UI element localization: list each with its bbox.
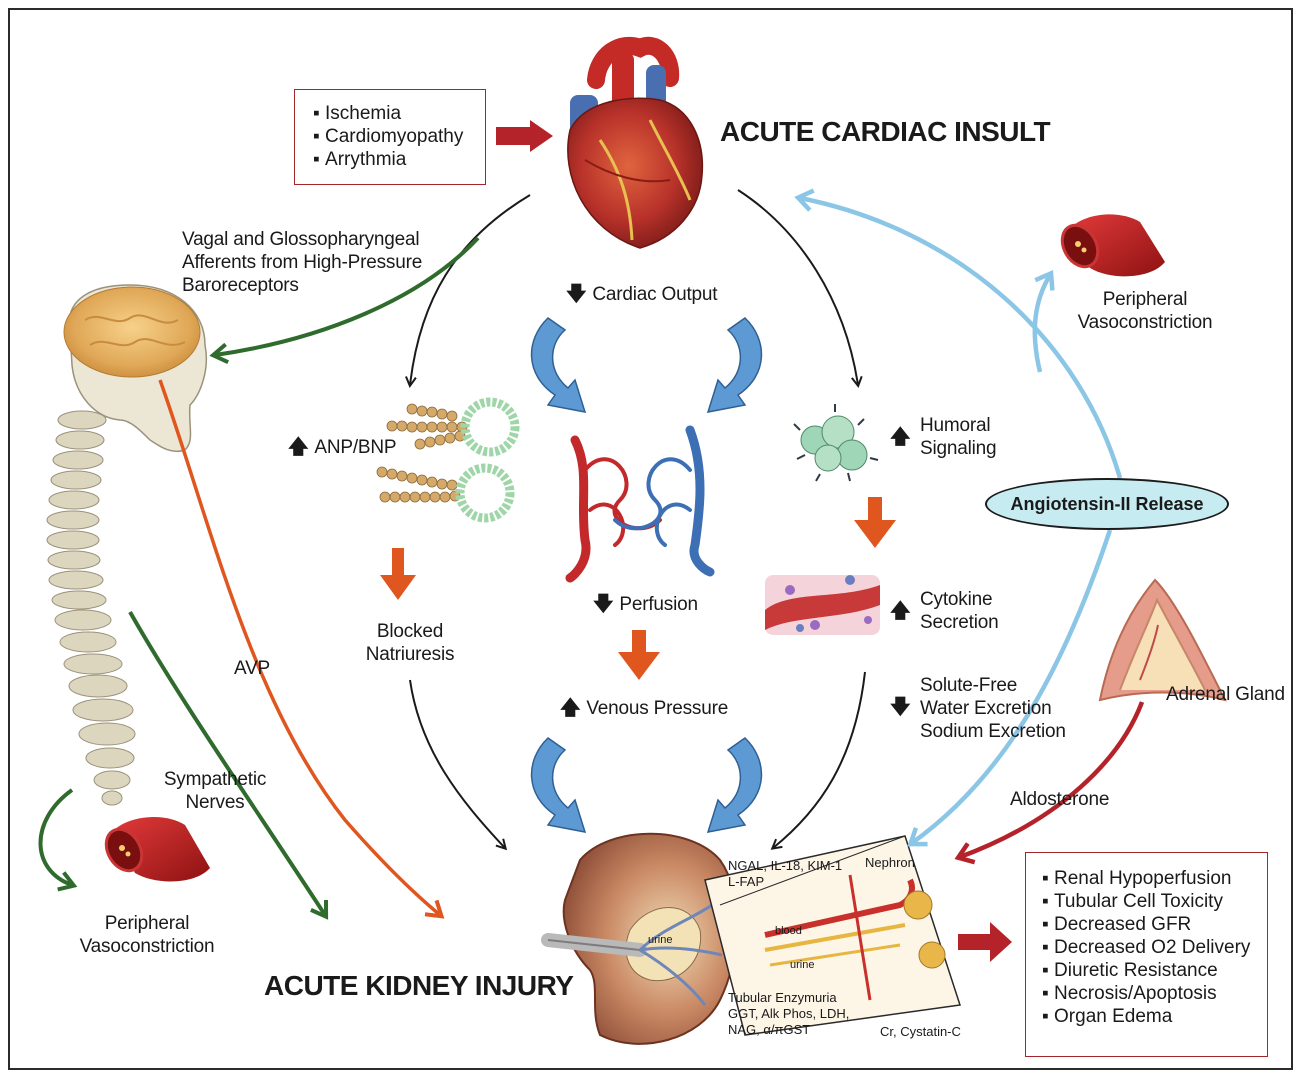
cytokine-tissue-illustration	[765, 575, 880, 635]
label-text: Venous Pressure	[586, 698, 728, 719]
heart-illustration	[568, 46, 703, 248]
label-urine-zoom: urine	[790, 957, 814, 973]
angiotensin-release-ellipse: Angiotensin-II Release	[985, 478, 1229, 530]
green-arrow-periph-left	[41, 790, 73, 885]
label-sympathetic-nerves: Sympathetic Nerves	[150, 768, 280, 814]
label-creatinine: Cr, Cystatin-C	[880, 1024, 961, 1040]
outcome-item: Diuretic Resistance	[1042, 959, 1267, 982]
insult-item: Arrythmia	[313, 148, 485, 171]
label-nephron: Nephron	[865, 855, 915, 871]
vessel-left-illustration	[99, 817, 210, 882]
label-line: Blocked	[355, 620, 465, 643]
down-arrow-icon: 🡇	[593, 593, 613, 616]
label-line: Water Excretion	[920, 697, 1066, 720]
orange-arrow-perfusion	[618, 630, 660, 680]
up-arrow-icon: 🡅	[890, 426, 910, 449]
label-venous-pressure: 🡅 Venous Pressure	[560, 697, 728, 720]
label-blood: blood	[775, 923, 802, 939]
kidney-illustration	[548, 834, 737, 1044]
label-line: Peripheral	[1060, 288, 1230, 311]
orange-arrow-cytokine	[854, 497, 896, 548]
label-biomarkers: NGAL, IL-18, KIM-1 L-FAP	[728, 858, 842, 890]
label-solute-excretion: 🡇 Solute-Free Water Excretion Sodium Exc…	[890, 674, 1066, 743]
arrow-heart-to-anp	[410, 195, 530, 385]
label-vagal-afferents: Vagal and Glossopharyngeal Afferents fro…	[182, 228, 422, 297]
adrenal-gland-illustration	[1100, 580, 1225, 700]
label-cardiac-output: 🡇 Cardiac Output	[566, 283, 717, 306]
label-line: GGT, Alk Phos, LDH,	[728, 1006, 849, 1022]
label-adrenal-gland: Adrenal Gland	[1166, 683, 1285, 706]
label-line: Solute-Free	[920, 674, 1066, 697]
label-avp: AVP	[234, 657, 270, 680]
arrow-natriuresis-to-kidney	[410, 680, 505, 848]
label-perfusion: 🡇 Perfusion	[593, 593, 698, 616]
outcome-arrow	[958, 922, 1012, 962]
label-line: Natriuresis	[355, 643, 465, 666]
up-arrow-icon: 🡅	[288, 436, 308, 459]
label-text: ANP/BNP	[314, 437, 396, 458]
anp-bnp-illustration	[377, 402, 515, 518]
skull-spine-illustration	[47, 285, 206, 805]
outcome-item: Decreased GFR	[1042, 913, 1267, 936]
label-line: Afferents from High-Pressure	[182, 251, 422, 274]
label-line: Nerves	[150, 791, 280, 814]
label-anp-bnp: 🡅 ANP/BNP	[288, 436, 396, 459]
orange-arrow-anp	[380, 548, 416, 600]
label-line: Vagal and Glossopharyngeal	[182, 228, 422, 251]
label-line: NAG, α/πGST	[728, 1022, 849, 1038]
label-line: Tubular Enzymuria	[728, 990, 849, 1006]
label-tubular-enzymuria: Tubular Enzymuria GGT, Alk Phos, LDH, NA…	[728, 990, 849, 1038]
label-text: Cardiac Output	[592, 284, 717, 305]
label-line: Sympathetic	[150, 768, 280, 791]
label-peripheral-vasoconstriction-right: Peripheral Vasoconstriction	[1060, 288, 1230, 334]
label-humoral-signaling: 🡅 Humoral Signaling	[890, 414, 996, 460]
label-line: Signaling	[920, 437, 996, 460]
label-blocked-natriuresis: Blocked Natriuresis	[355, 620, 465, 666]
arrow-cytokine-to-kidney	[773, 672, 865, 848]
down-arrow-icon: 🡇	[890, 696, 910, 719]
insult-item: Cardiomyopathy	[313, 125, 485, 148]
label-cytokine-secretion: 🡅 Cytokine Secretion	[890, 588, 998, 634]
label-line: Cytokine	[920, 588, 998, 611]
outcome-item: Organ Edema	[1042, 1005, 1267, 1028]
label-line: L-FAP	[728, 874, 842, 890]
title-acute-kidney-injury: ACUTE KIDNEY INJURY	[264, 970, 573, 1002]
insult-causes-box: Ischemia Cardiomyopathy Arrythmia	[294, 89, 486, 185]
label-line: NGAL, IL-18, KIM-1	[728, 858, 842, 874]
up-arrow-icon: 🡅	[890, 600, 910, 623]
label-line: Vasoconstriction	[1060, 311, 1230, 334]
label-line: Peripheral	[62, 912, 232, 935]
title-acute-cardiac-insult: ACUTE CARDIAC INSULT	[720, 116, 1050, 148]
label-aldosterone: Aldosterone	[1010, 788, 1109, 811]
label-line: Humoral	[920, 414, 996, 437]
outcome-item: Renal Hypoperfusion	[1042, 867, 1267, 890]
outcome-item: Tubular Cell Toxicity	[1042, 890, 1267, 913]
insult-arrow-shaft	[496, 127, 532, 145]
down-arrow-icon: 🡇	[566, 283, 586, 306]
label-line: Vasoconstriction	[62, 935, 232, 958]
blue-arrow-to-vessel	[1035, 275, 1050, 372]
outcomes-box: Renal Hypoperfusion Tubular Cell Toxicit…	[1025, 852, 1268, 1057]
label-text: Perfusion	[619, 594, 697, 615]
up-arrow-icon: 🡅	[560, 697, 580, 720]
vascular-network-illustration	[570, 430, 710, 578]
outcome-item: Decreased O2 Delivery	[1042, 936, 1267, 959]
humoral-molecule-illustration	[794, 404, 878, 481]
blue-curl-arrows	[532, 318, 762, 832]
label-urine-kidney: urine	[648, 932, 672, 948]
outcome-item: Necrosis/Apoptosis	[1042, 982, 1267, 1005]
insult-item: Ischemia	[313, 102, 485, 125]
label-line: Baroreceptors	[182, 274, 422, 297]
label-line: Sodium Excretion	[920, 720, 1066, 743]
label-line: Secretion	[920, 611, 998, 634]
label-peripheral-vasoconstriction-left: Peripheral Vasoconstriction	[62, 912, 232, 958]
vessel-right-illustration	[1055, 214, 1165, 276]
